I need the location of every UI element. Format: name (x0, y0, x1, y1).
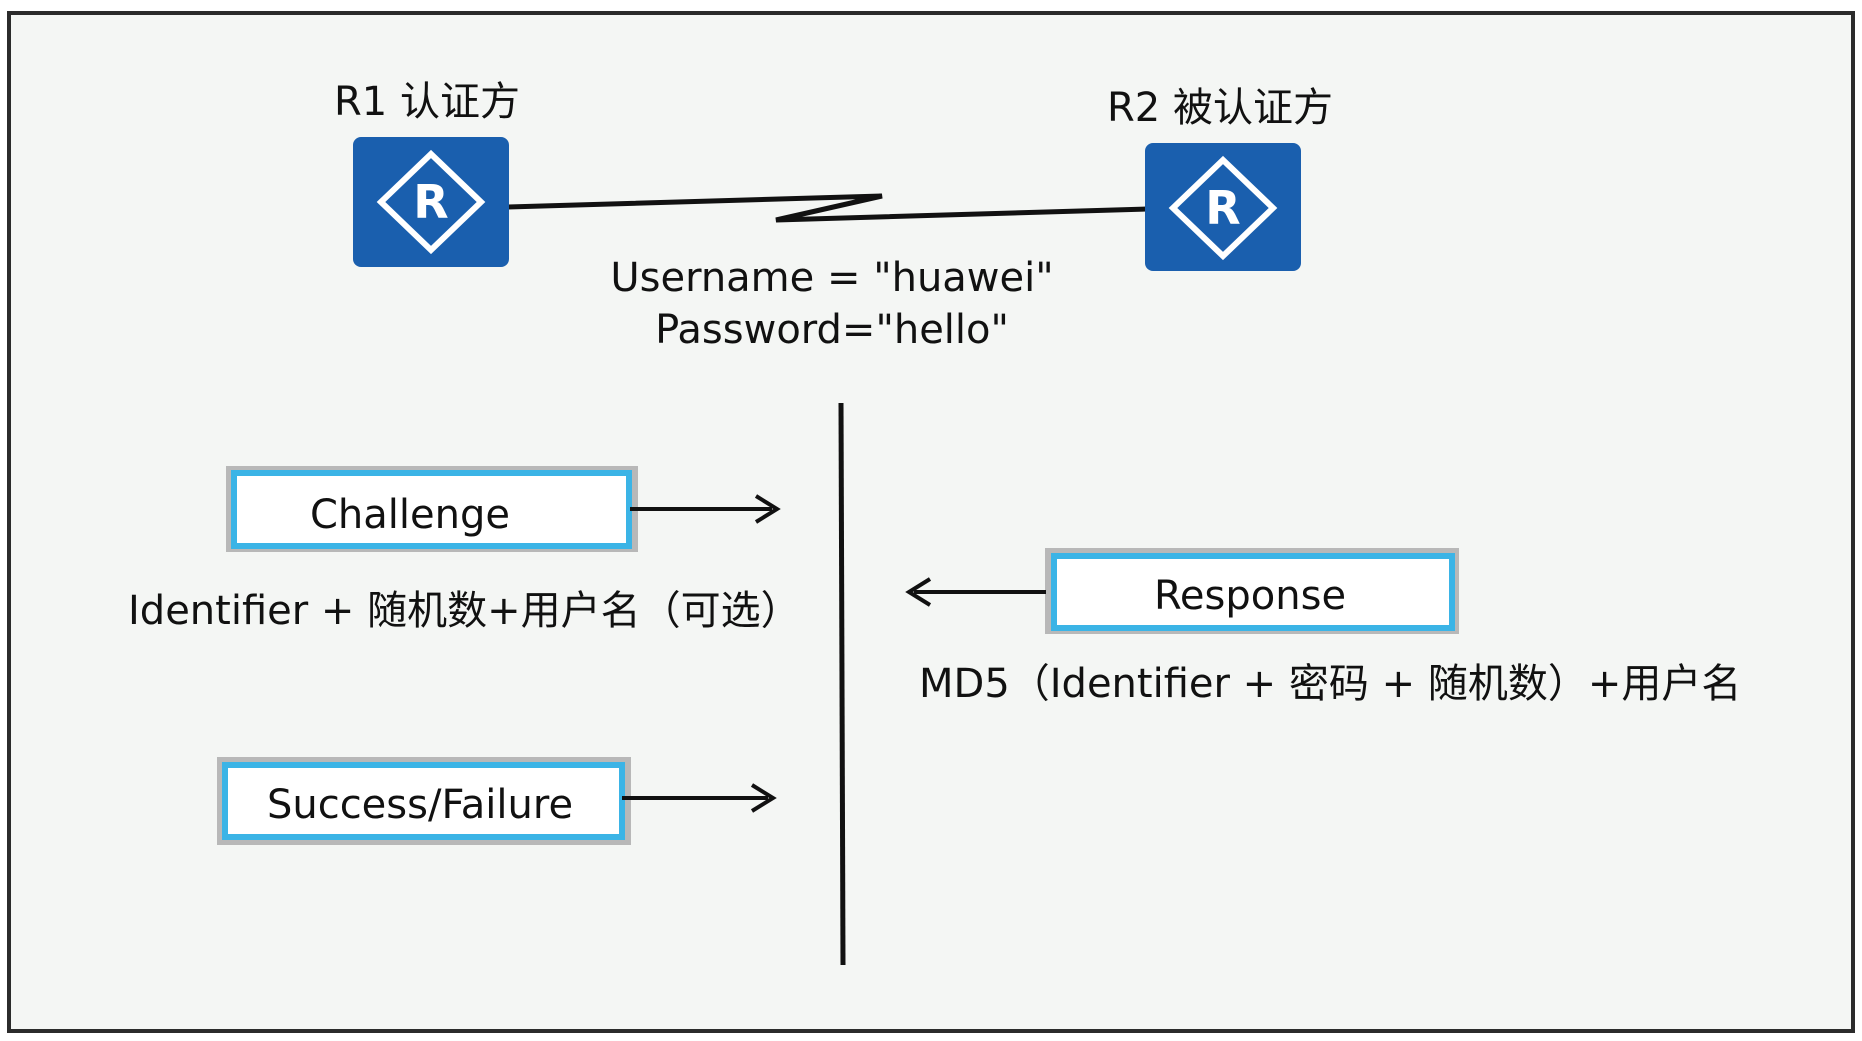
r2-router-letter: R (1205, 181, 1240, 235)
username-text: Username = "huawei" (610, 255, 1053, 301)
result-label: Success/Failure (267, 782, 573, 828)
result-box (222, 762, 625, 840)
challenge-label: Challenge (310, 492, 510, 538)
r2-label: R2 被认证方 (1107, 85, 1333, 131)
password-text: Password="hello" (655, 307, 1009, 353)
challenge-message: Challenge (226, 466, 638, 552)
challenge-arrow (630, 494, 781, 524)
timeline-divider (838, 402, 846, 966)
result-arrow (622, 783, 777, 813)
result-message: Success/Failure (217, 757, 631, 845)
response-arrow (905, 577, 1046, 607)
response-message: Response (1045, 548, 1459, 634)
r1-router-icon: R (353, 137, 509, 267)
response-box (1051, 553, 1455, 631)
challenge-box (231, 470, 632, 549)
response-label: Response (1154, 573, 1346, 619)
response-note: MD5（Identifier + 密码 + 随机数）+用户名 (919, 661, 1741, 707)
r2-router-icon: R (1145, 143, 1301, 271)
serial-link (507, 193, 1148, 223)
r1-label: R1 认证方 (334, 79, 520, 125)
challenge-note: Identifier + 随机数+用户名（可选） (128, 588, 801, 634)
r1-router-letter: R (413, 175, 448, 229)
